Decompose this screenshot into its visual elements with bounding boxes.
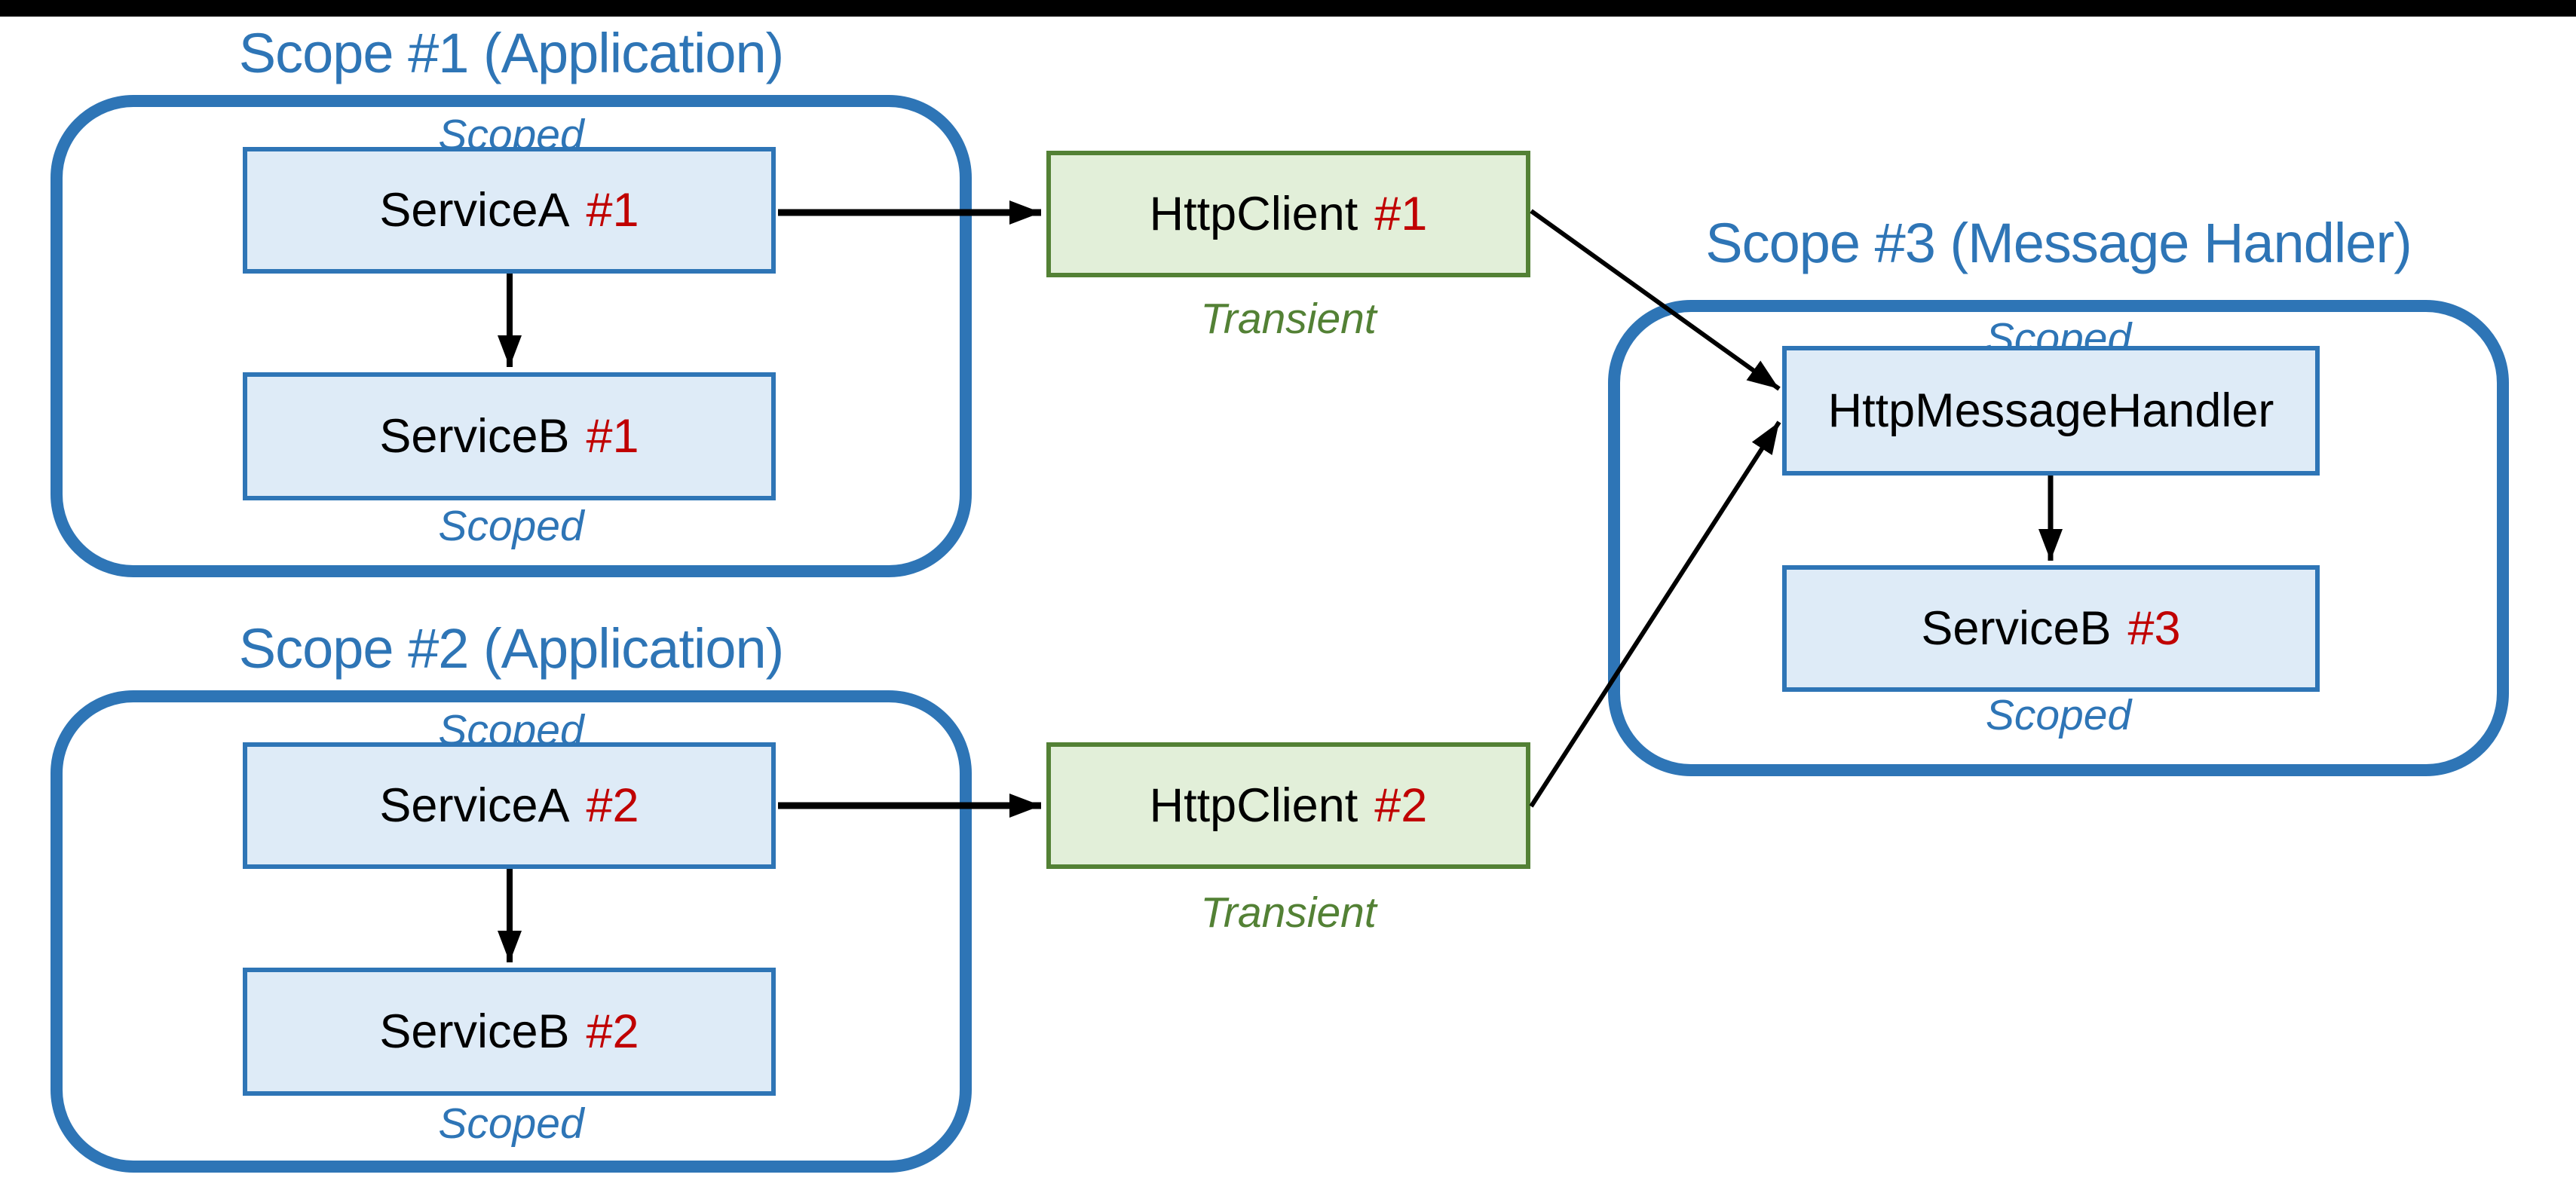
node-serviceb-3-instance: #3 — [2127, 602, 2181, 655]
node-serviceb-1-name: ServiceB — [379, 410, 570, 463]
node-serviceb-3: ServiceB #3 — [1782, 565, 2320, 692]
scope1-scoped-bottom-label: Scoped — [438, 502, 584, 550]
node-servicea-2-name: ServiceA — [379, 779, 570, 832]
node-httpclient-1-name: HttpClient — [1149, 188, 1358, 240]
node-servicea-1: ServiceA #1 — [243, 147, 776, 274]
scope1-title: Scope #1 (Application) — [238, 22, 785, 84]
node-httpclient-1-instance: #1 — [1374, 188, 1428, 240]
node-servicea-2: ServiceA #2 — [243, 742, 776, 869]
node-httpclient-1: HttpClient #1 — [1046, 151, 1530, 277]
scope2-container — [51, 690, 972, 1173]
httpclient-2-transient-label: Transient — [1200, 889, 1377, 937]
scope3-scoped-bottom-label: Scoped — [1985, 691, 2132, 739]
node-serviceb-2-name: ServiceB — [379, 1005, 570, 1058]
scope2-title: Scope #2 (Application) — [238, 617, 785, 680]
httpclient-1-transient-label: Transient — [1200, 295, 1377, 343]
scope3-title: Scope #3 (Message Handler) — [1705, 212, 2412, 274]
node-httpmessagehandler-name: HttpMessageHandler — [1827, 384, 2274, 437]
node-httpclient-2: HttpClient #2 — [1046, 742, 1530, 869]
node-serviceb-1: ServiceB #1 — [243, 372, 776, 500]
node-httpclient-2-instance: #2 — [1374, 779, 1428, 832]
node-serviceb-2: ServiceB #2 — [243, 968, 776, 1096]
node-httpclient-2-name: HttpClient — [1149, 779, 1358, 832]
letterbox-top-bar — [0, 0, 2576, 17]
node-servicea-2-instance: #2 — [586, 779, 639, 832]
node-serviceb-2-instance: #2 — [586, 1005, 639, 1058]
node-servicea-1-instance: #1 — [586, 184, 639, 237]
node-httpmessagehandler: HttpMessageHandler — [1782, 346, 2320, 476]
node-serviceb-1-instance: #1 — [586, 410, 639, 463]
node-serviceb-3-name: ServiceB — [1921, 602, 2112, 655]
node-servicea-1-name: ServiceA — [379, 184, 570, 237]
scope2-scoped-bottom-label: Scoped — [438, 1100, 584, 1148]
